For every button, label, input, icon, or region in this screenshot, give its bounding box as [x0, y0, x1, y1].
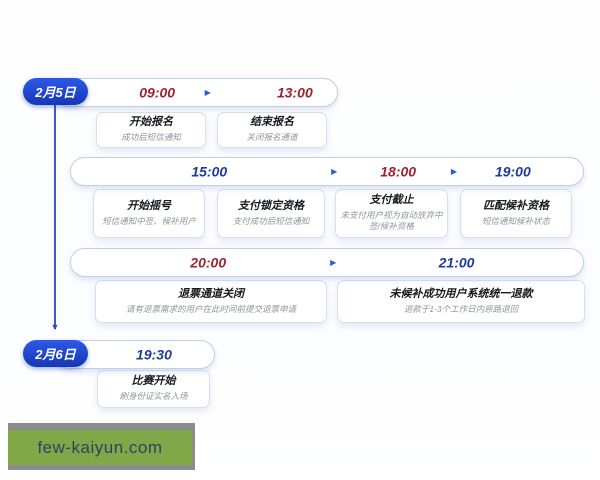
- event-card-title: 比赛开始: [131, 375, 176, 388]
- event-card-lottery-start: 开始摇号 短信通知中签、候补用户: [93, 189, 205, 238]
- event-card-title: 结束报名: [250, 116, 294, 129]
- event-card-title: 开始报名: [129, 116, 173, 129]
- event-card-title: 支付锁定资格: [238, 199, 304, 212]
- time-1300: 13:00: [276, 84, 313, 101]
- event-card-title: 退票通道关闭: [178, 287, 244, 300]
- event-card-start-registration: 开始报名 成功后短信通知: [96, 112, 206, 148]
- time-2100: 21:00: [438, 254, 475, 271]
- event-card-subtitle: 支付成功后短信通知: [232, 215, 310, 226]
- timeline-connector-line: [54, 103, 56, 329]
- event-card-title: 开始摇号: [127, 199, 171, 212]
- event-card-subtitle: 未支付用户视为自动放弃中签/候补资格: [340, 209, 443, 232]
- time-1900: 19:00: [494, 163, 531, 180]
- time-2000: 20:00: [190, 254, 227, 271]
- date-pill-feb6: 2月6日: [23, 340, 88, 367]
- event-card-subtitle: 请有退票需求的用户在此时间前提交退票申请: [125, 303, 296, 314]
- time-bar-registration: 09:00 ▶ 13:00: [55, 78, 338, 107]
- watermark: few-kaiyun.com: [8, 423, 195, 470]
- arrow-right-icon: ▶: [204, 87, 211, 97]
- event-card-subtitle: 刷身份证实名入场: [119, 391, 188, 402]
- arrow-right-icon: ▶: [450, 166, 458, 176]
- arrow-down-icon: ▼: [50, 322, 60, 332]
- watermark-text: few-kaiyun.com: [37, 437, 163, 457]
- arrow-right-icon: ▶: [331, 166, 338, 176]
- event-card-payment-deadline: 支付截止 未支付用户视为自动放弃中签/候补资格: [335, 189, 448, 238]
- time-bar-lottery-payment: 15:00 ▶ 18:00 ▶ 19:00: [70, 157, 584, 186]
- event-card-refund-channel-close: 退票通道关闭 请有退票需求的用户在此时间前提交退票申请: [95, 280, 327, 323]
- event-card-system-refund: 未候补成功用户系统统一退款 退款于1-3个工作日内原路退回: [337, 280, 585, 323]
- event-card-subtitle: 退款于1-3个工作日内原路退回: [403, 303, 519, 314]
- event-card-waitlist-match: 匹配候补资格 短信通知候补状态: [460, 189, 572, 238]
- event-card-payment-lock: 支付锁定资格 支付成功后短信通知: [217, 189, 325, 238]
- watermark-inner: few-kaiyun.com: [8, 430, 192, 465]
- event-card-subtitle: 短信通知中签、候补用户: [102, 215, 196, 226]
- arrow-right-icon: ▶: [330, 257, 337, 267]
- event-card-title: 匹配候补资格: [483, 199, 549, 212]
- time-1930: 19:30: [136, 346, 172, 363]
- event-card-subtitle: 短信通知候补状态: [481, 215, 550, 226]
- event-card-race-start: 比赛开始 刷身份证实名入场: [97, 370, 210, 408]
- date-pill-feb5: 2月5日: [23, 78, 88, 105]
- time-0900: 09:00: [139, 84, 176, 101]
- event-card-end-registration: 结束报名 关闭报名通道: [217, 112, 327, 148]
- event-card-subtitle: 关闭报名通道: [246, 132, 298, 143]
- time-bar-refund: 20:00 ▶ 21:00: [70, 248, 584, 277]
- event-card-title: 未候补成功用户系统统一退款: [389, 287, 533, 300]
- event-card-subtitle: 成功后短信通知: [121, 132, 181, 143]
- event-card-title: 支付截止: [369, 194, 414, 207]
- time-1500: 15:00: [191, 163, 228, 180]
- time-1800: 18:00: [380, 163, 417, 180]
